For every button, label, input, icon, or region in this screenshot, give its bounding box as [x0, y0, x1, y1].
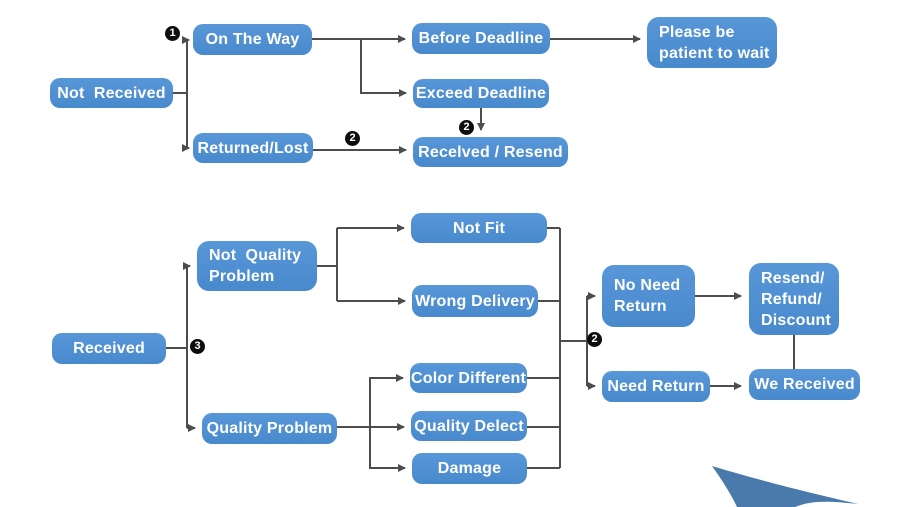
node-damage: Damage [412, 453, 527, 484]
badge-step-3: 3 [190, 339, 205, 354]
node-on-the-way: On The Way [193, 24, 312, 55]
badge-step-2-deadline: 2 [459, 120, 474, 135]
node-please-be-patient: Please be patient to wait [647, 17, 777, 68]
node-quality-problem: Quality Problem [202, 413, 337, 444]
node-no-need-return: No Need Return [602, 265, 695, 327]
node-recelved-resend: Recelved / Resend [413, 137, 568, 167]
node-before-deadline: Before Deadline [412, 23, 550, 54]
node-we-received: We Received [749, 369, 860, 400]
connector-arrow [369, 374, 404, 427]
connector [166, 266, 188, 428]
node-quality-delect: Quality Delect [411, 411, 527, 441]
node-received: Received [52, 333, 166, 364]
node-not-fit: Not Fit [411, 213, 547, 243]
badge-step-2-need-return: 2 [587, 332, 602, 347]
badge-step-1: 1 [165, 26, 180, 41]
node-returned-lost: Returned/Lost [193, 133, 313, 163]
swoosh-decoration [712, 466, 858, 507]
node-need-return: Need Return [602, 371, 710, 402]
connector-arrow [369, 427, 406, 472]
connector [317, 228, 338, 301]
node-exceed-deadline: Exceed Deadline [413, 79, 549, 108]
connector [173, 40, 188, 148]
node-not-received: Not Received [50, 78, 173, 108]
node-wrong-delivery: Wrong Delivery [412, 285, 538, 317]
node-not-quality-problem: Not Quality Problem [197, 241, 317, 291]
badge-step-2-returned: 2 [345, 131, 360, 146]
connector [527, 227, 588, 469]
connector-arrow [360, 39, 407, 97]
node-resend-refund-discount: Resend/ Refund/ Discount [749, 263, 839, 335]
node-color-different: Color Different [410, 363, 527, 393]
